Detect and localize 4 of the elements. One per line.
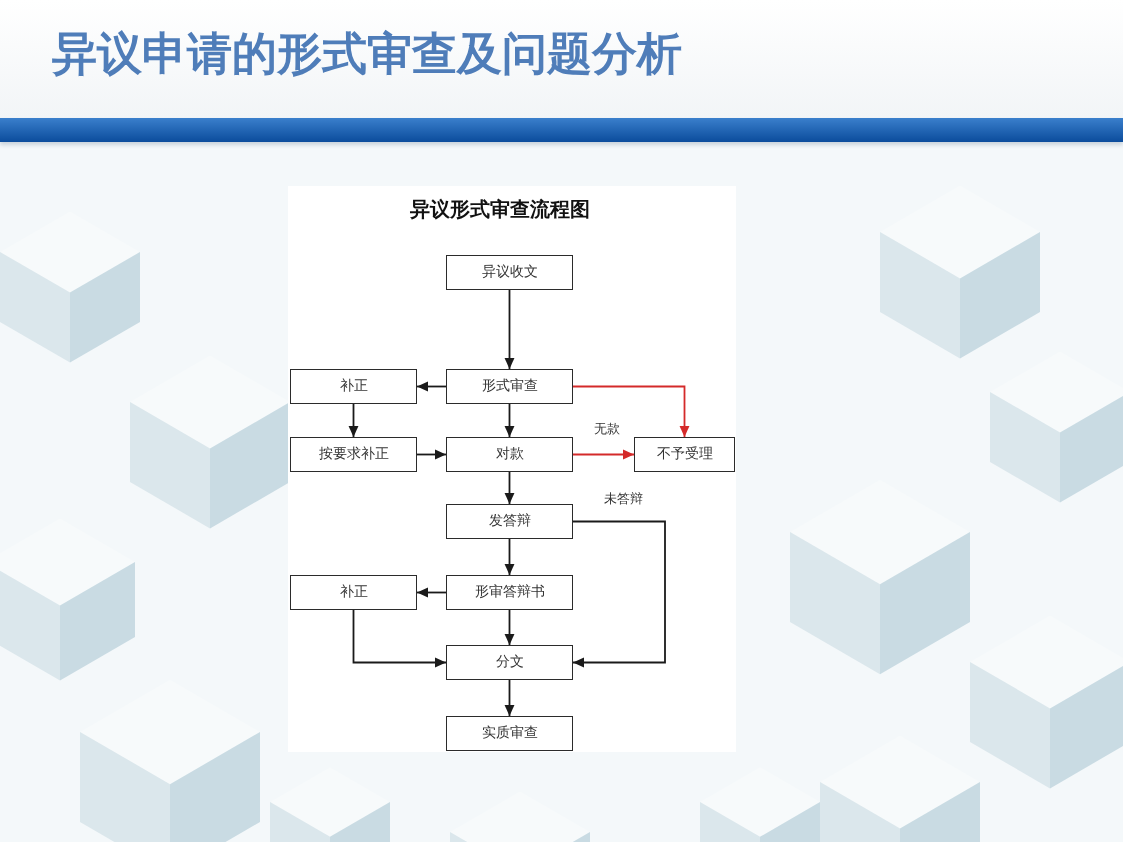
edge-label: 未答辩 [603, 491, 644, 507]
edge-label: 无款 [593, 421, 621, 437]
chart-title: 异议形式审查流程图 [409, 196, 591, 222]
slide-title: 异议申请的形式审查及问题分析 [52, 26, 682, 82]
